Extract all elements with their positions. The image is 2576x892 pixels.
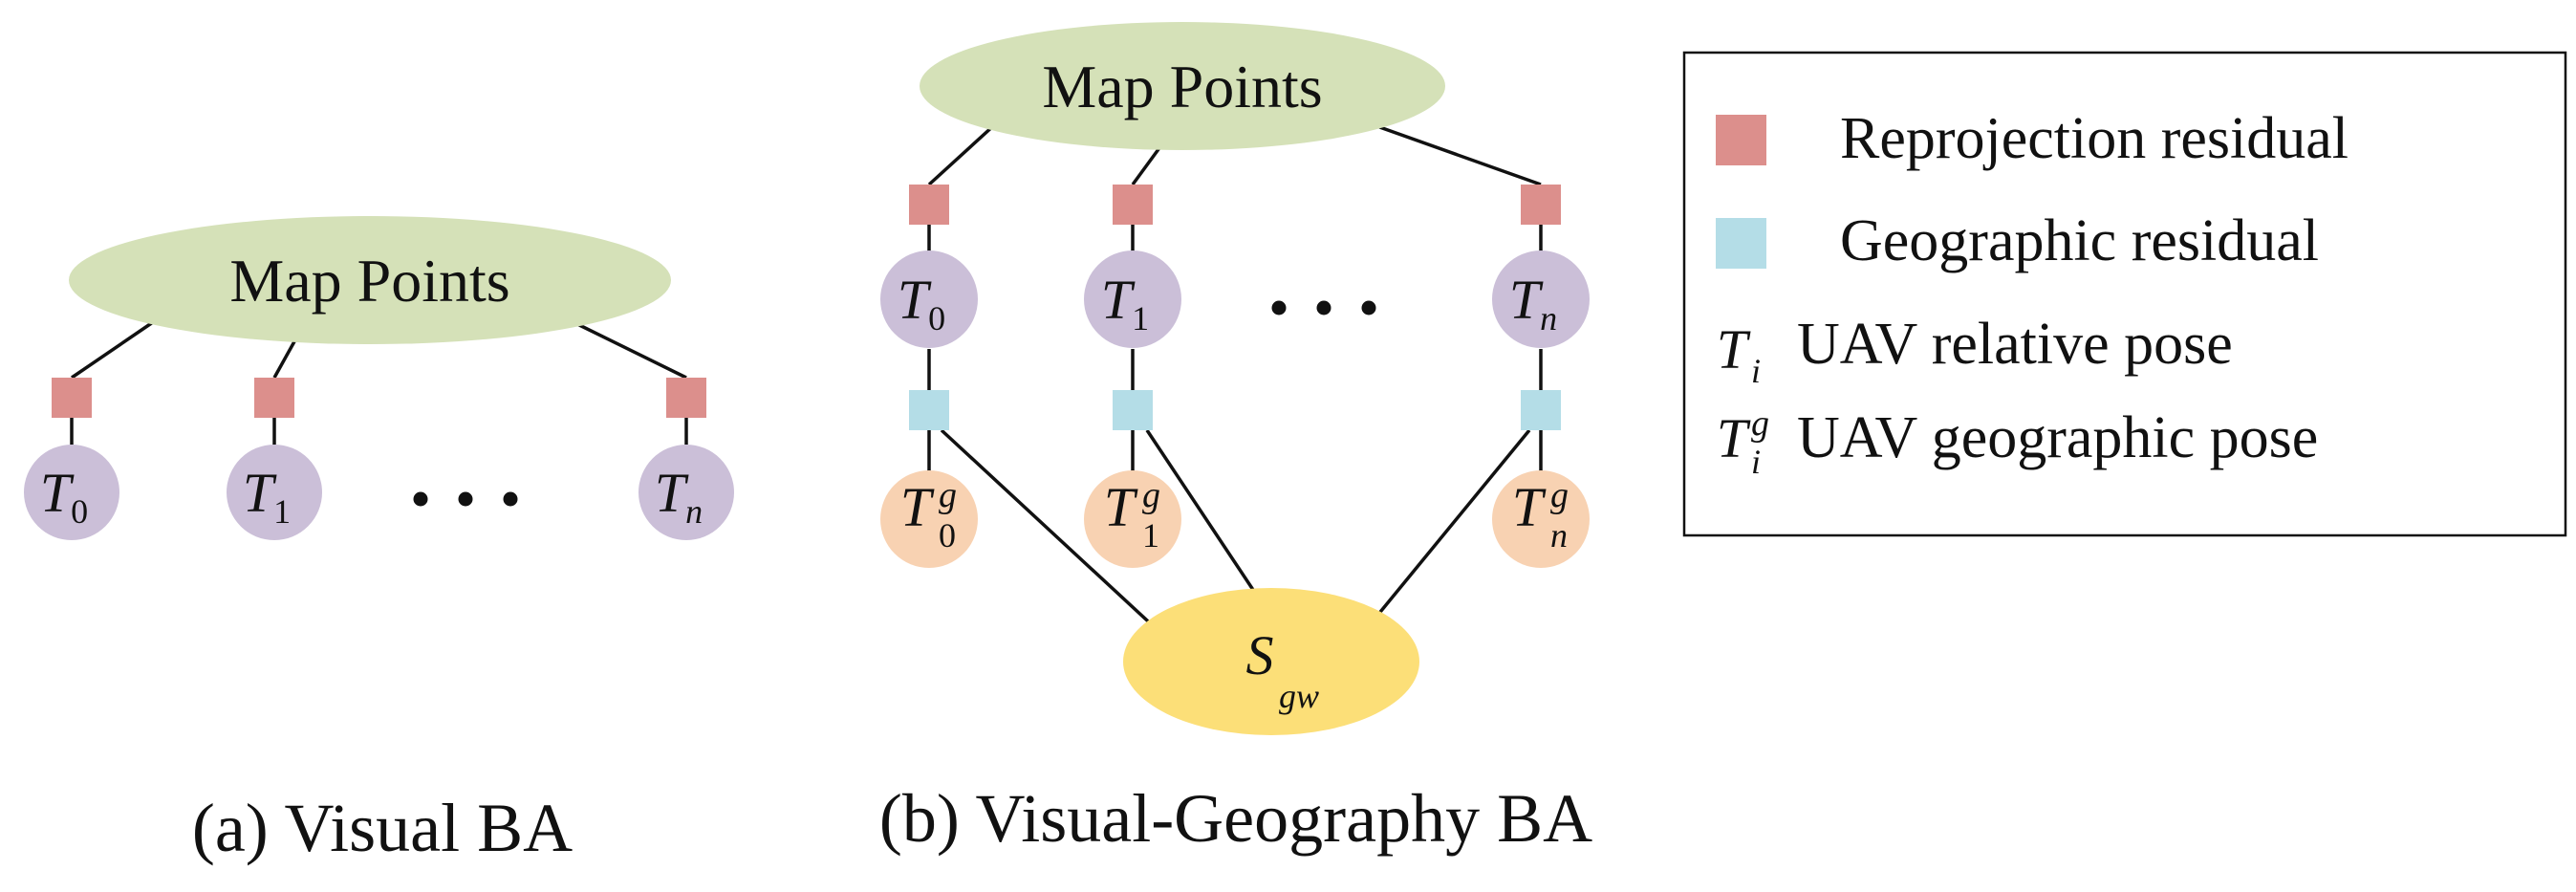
edge-b-mp-f0 xyxy=(927,123,996,186)
geo-pose-base-b-n: T xyxy=(1512,476,1547,538)
pose-label-a-n: Tn xyxy=(655,462,703,531)
legend-swatch-geographic xyxy=(1716,218,1766,269)
pose-node-b-0 xyxy=(880,250,978,348)
legend-symbol-geo-pose-base: T xyxy=(1717,407,1751,469)
legend-symbol-relative-pose-base: T xyxy=(1717,318,1751,381)
pose-label-a-1: T1 xyxy=(243,462,291,531)
pose-label-b-n: Tn xyxy=(1509,269,1557,337)
geo-pose-sub-b-n: n xyxy=(1550,516,1568,555)
geo-pose-node-b-1 xyxy=(1084,470,1181,568)
geo-pose-node-b-0 xyxy=(880,470,978,568)
pose-node-b-1 xyxy=(1084,250,1181,348)
reprojection-factor-a-0 xyxy=(52,378,92,418)
caption-b: (b) Visual-Geography BA xyxy=(879,780,1592,857)
map-points-node-a xyxy=(69,216,671,344)
pose-label-b-1: T1 xyxy=(1101,269,1149,337)
ellipsis-b xyxy=(1271,300,1376,315)
legend-symbol-geo-pose-sup: g xyxy=(1751,403,1769,444)
reprojection-factor-a-n xyxy=(666,378,706,418)
pose-node-a-1 xyxy=(227,445,322,540)
reprojection-factor-b-1 xyxy=(1113,185,1153,225)
edge-b-mp-fn xyxy=(1371,122,1542,186)
geo-pose-node-b-n xyxy=(1492,470,1590,568)
legend-label-relative-pose: UAV relative pose xyxy=(1797,312,2233,377)
panel-b: Map Points T0 T1 Tn T g 0 T g 1 T xyxy=(879,22,1592,857)
pose-node-a-0 xyxy=(24,445,119,540)
scale-node-sub: gw xyxy=(1279,677,1319,715)
geo-pose-sup-b-n: g xyxy=(1550,475,1569,515)
legend-label-geographic: Geographic residual xyxy=(1840,208,2319,273)
geo-pose-base-b-1: T xyxy=(1104,476,1138,538)
pose-node-b-n xyxy=(1492,250,1590,348)
ellipsis-a xyxy=(413,491,518,507)
pose-label-b-0: T0 xyxy=(898,269,945,337)
edge-b-g0-s xyxy=(940,428,1160,633)
legend-label-geo-pose: UAV geographic pose xyxy=(1797,405,2318,470)
geo-pose-sub-b-1: 1 xyxy=(1142,516,1159,555)
map-points-label-a: Map Points xyxy=(229,247,509,315)
scale-node-sgw xyxy=(1123,588,1419,735)
map-points-label-b: Map Points xyxy=(1042,53,1322,120)
legend-box xyxy=(1682,51,2567,537)
legend: Reprojection residual Geographic residua… xyxy=(1682,51,2567,537)
legend-symbol-geo-pose-sub: i xyxy=(1751,443,1761,481)
geographic-factor-b-1 xyxy=(1113,390,1153,430)
geo-pose-sup-b-1: g xyxy=(1142,475,1160,515)
geographic-factor-b-n xyxy=(1521,390,1561,430)
panel-a: Map Points T0 T1 Tn (a) Visual BA xyxy=(24,216,734,866)
pose-label-a-0: T0 xyxy=(40,462,88,531)
pose-node-a-n xyxy=(639,445,734,540)
edge-b-gn-s xyxy=(1375,428,1531,619)
legend-swatch-reprojection xyxy=(1716,115,1766,165)
reprojection-factor-b-0 xyxy=(909,185,949,225)
reprojection-factor-a-1 xyxy=(254,378,294,418)
scale-node-base: S xyxy=(1246,624,1274,686)
edge-b-mp-f1 xyxy=(1131,143,1163,186)
reprojection-factor-b-n xyxy=(1521,185,1561,225)
legend-symbol-relative-pose-sub: i xyxy=(1751,352,1761,390)
map-points-node-b xyxy=(920,22,1445,150)
geographic-factor-b-0 xyxy=(909,390,949,430)
legend-label-reprojection: Reprojection residual xyxy=(1840,106,2349,171)
geo-pose-base-b-0: T xyxy=(900,476,935,538)
geo-pose-sup-b-0: g xyxy=(939,475,957,515)
edge-a-mp-fn xyxy=(573,320,687,380)
caption-a: (a) Visual BA xyxy=(192,790,573,866)
edge-a-mp-f0 xyxy=(71,320,154,380)
edge-b-g1-s xyxy=(1145,429,1268,611)
geo-pose-sub-b-0: 0 xyxy=(939,516,956,555)
